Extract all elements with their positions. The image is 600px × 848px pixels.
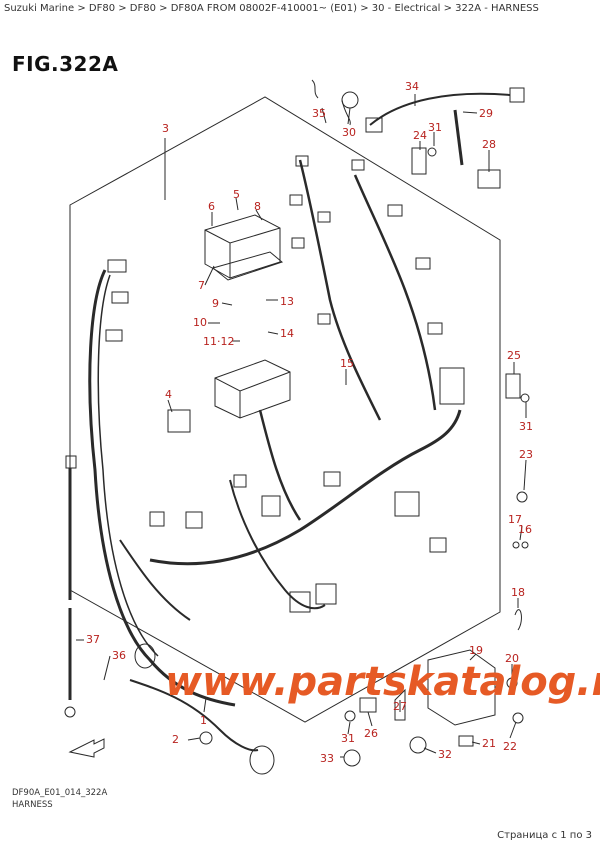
part-label[interactable]: 32	[438, 748, 452, 761]
diagram-caption: HARNESS	[12, 800, 53, 810]
part-label[interactable]: 31	[519, 420, 533, 433]
part-label[interactable]: 3	[162, 122, 169, 135]
part-label[interactable]: 5	[233, 188, 240, 201]
part-label[interactable]: 21	[482, 737, 496, 750]
part-label[interactable]: 8	[254, 200, 261, 213]
diagram-reference: DF90A_E01_014_322A	[12, 788, 108, 798]
part-label[interactable]: 36	[112, 649, 126, 662]
breadcrumb[interactable]: Suzuki Marine > DF80 > DF80 > DF80A FROM…	[4, 3, 539, 14]
part-label[interactable]: 20	[505, 652, 519, 665]
part-label[interactable]: 24	[413, 129, 427, 142]
part-label[interactable]: 35	[312, 107, 326, 120]
part-label[interactable]: 18	[511, 586, 525, 599]
part-label[interactable]: 22	[503, 740, 517, 753]
part-label[interactable]: 10	[193, 316, 207, 329]
part-label[interactable]: 29	[479, 107, 493, 120]
part-label[interactable]: 16	[518, 523, 532, 536]
watermark: www.partskatalog.ru	[165, 659, 600, 705]
part-label[interactable]: 15	[340, 357, 354, 370]
part-label[interactable]: 34	[405, 80, 419, 93]
part-label[interactable]: 25	[507, 349, 521, 362]
part-label[interactable]: 28	[482, 138, 496, 151]
part-label[interactable]: 19	[469, 644, 483, 657]
part-label[interactable]: 31	[341, 732, 355, 745]
part-label[interactable]: 4	[165, 388, 172, 401]
part-label[interactable]: 23	[519, 448, 533, 461]
part-label[interactable]: 14	[280, 327, 294, 340]
part-label[interactable]: 33	[320, 752, 334, 765]
part-label[interactable]: 6	[208, 200, 215, 213]
forward-arrow-icon	[68, 738, 105, 758]
part-label[interactable]: 1	[200, 714, 207, 727]
part-label[interactable]: 30	[342, 126, 356, 139]
part-label[interactable]: 9	[212, 297, 219, 310]
part-label[interactable]: 27	[393, 700, 407, 713]
part-label[interactable]: 13	[280, 295, 294, 308]
part-label[interactable]: 11·12	[203, 335, 235, 348]
figure-title: FIG.322A	[12, 52, 119, 76]
part-label[interactable]: 2	[172, 733, 179, 746]
part-label[interactable]: 17	[508, 513, 522, 526]
page-indicator: Страница с 1 по 3	[497, 830, 592, 841]
part-label[interactable]: 37	[86, 633, 100, 646]
part-label[interactable]: 31	[428, 121, 442, 134]
part-label[interactable]: 7	[198, 279, 205, 292]
part-label[interactable]: 26	[364, 727, 378, 740]
